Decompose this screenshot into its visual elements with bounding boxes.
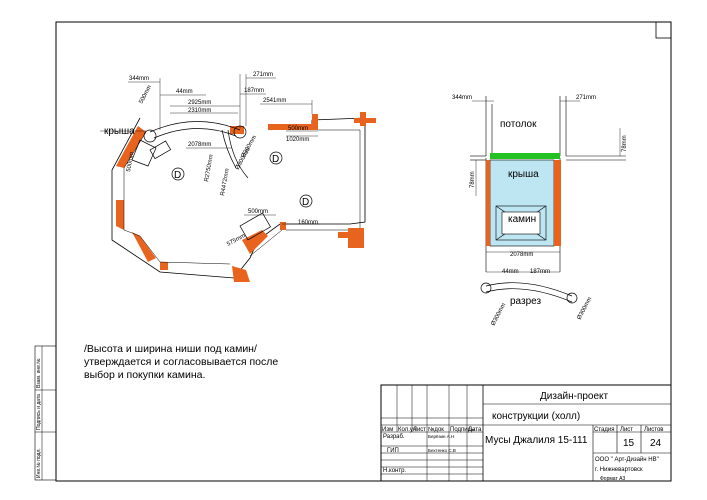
marker-d-3: D xyxy=(302,197,309,208)
tb-sheets-total: 24 xyxy=(650,438,662,449)
side-stamp: Инв.№ подл. Подпись и дата Взам. инв.№ xyxy=(34,345,57,481)
tb-row-role-2: ГИП xyxy=(387,448,399,454)
marker-d-1: D xyxy=(174,170,181,181)
tb-city: г. Нижневартовск xyxy=(595,467,643,473)
note-text: /Высота и ширина ниши под камин/ утвержд… xyxy=(84,343,314,382)
note-line-3: выбор и покупки камина. xyxy=(84,369,206,381)
tb-row-role-3: Н.контр. xyxy=(383,468,406,474)
dim-2925: 2925mm xyxy=(188,100,211,106)
plan-walls xyxy=(116,112,376,282)
section-cut-label: разрез xyxy=(510,296,541,307)
tb-row-role-1: Разраб. xyxy=(383,434,405,440)
section-wall-left xyxy=(486,160,490,246)
floor-plan: D D D крыша 344mm 271mm 44mm 187mm 2925m… xyxy=(100,72,376,282)
tb-project: Дизайн-проект xyxy=(540,391,609,402)
tb-sheets-label: Листов xyxy=(644,427,664,433)
sec-dim-78a: 78mm xyxy=(622,135,628,152)
dim-271: 271mm xyxy=(253,72,273,78)
dim-500a: 500mm xyxy=(288,126,308,132)
tb-col-izm: Изм xyxy=(382,427,393,433)
tb-address: Мусы Джалиля 15-111 xyxy=(485,435,588,446)
tb-sheet-no: 15 xyxy=(623,438,635,449)
sec-dim-d300a: Ø300mm xyxy=(490,302,507,327)
tb-row-name-1: Берёзин А.Н xyxy=(428,434,454,439)
dim-2310: 2310mm xyxy=(188,108,211,114)
side-stamp-a: Инв.№ подл. xyxy=(36,448,42,478)
tb-company: ООО " Арт-Дизайн НВ" xyxy=(595,456,659,463)
side-stamp-c: Взам. инв.№ xyxy=(36,358,42,388)
dim-187: 187mm xyxy=(244,88,264,94)
dim-1020: 1020mm xyxy=(286,137,309,143)
dim-500-side: 500mm xyxy=(126,152,135,173)
tb-col-data: Дата xyxy=(468,427,482,433)
tb-row-name-2: Бехтенко С.В xyxy=(428,448,456,453)
dim-500c: 500mm xyxy=(248,209,268,215)
dim-2078: 2078mm xyxy=(188,142,211,148)
section-view: потолок крыша камин разрез 344mm 271mm 7… xyxy=(452,95,628,327)
section-cut-arc xyxy=(480,282,578,304)
ceiling-bar xyxy=(490,153,560,159)
note-line-1: /Высота и ширина ниши под камин/ xyxy=(84,343,257,355)
sec-dim-2078: 2078mm xyxy=(510,252,533,258)
tb-col-koluch: Кол.уч xyxy=(398,427,416,433)
tb-stage-label: Стадия xyxy=(594,427,614,433)
tb-col-podpis: Подпись xyxy=(450,427,474,433)
sec-dim-44: 44mm xyxy=(502,269,519,275)
note-line-2: утверждается и согласовывается после xyxy=(84,356,279,368)
sec-dim-344: 344mm xyxy=(452,95,472,101)
dim-2541: 2541mm xyxy=(263,98,286,104)
section-roof-label: крыша xyxy=(508,169,539,180)
dim-500b: 500mm xyxy=(138,84,153,104)
dim-r4472: R4472mm xyxy=(220,168,231,196)
sec-dim-271: 271mm xyxy=(576,95,596,101)
tb-subject: конструкции (холл) xyxy=(492,411,580,422)
title-block xyxy=(380,384,672,482)
sec-dim-78b: 78mm xyxy=(470,171,476,188)
section-wall-right xyxy=(554,160,561,246)
outer-frame xyxy=(55,21,672,482)
marker-d-2: D xyxy=(272,154,279,165)
sec-dim-187: 187mm xyxy=(530,269,550,275)
tb-col-ndok: №док xyxy=(428,426,444,433)
section-ceiling-label: потолок xyxy=(500,119,537,130)
section-fireplace-label: камин xyxy=(508,214,536,225)
plan-roof-label: крыша xyxy=(104,126,135,137)
dim-44: 44mm xyxy=(176,89,193,95)
dim-344: 344mm xyxy=(129,76,149,82)
tb-format: Формат А3 xyxy=(600,476,625,482)
tb-col-list: Лист xyxy=(413,427,426,433)
dim-160: 160mm xyxy=(298,220,318,226)
dim-r2750: R2750mm xyxy=(204,154,215,182)
fireplace-insert xyxy=(495,205,547,241)
plan-outline xyxy=(111,117,366,279)
tb-sheet-label: Лист xyxy=(620,427,633,433)
sec-dim-d300b: Ø300mm xyxy=(576,296,593,321)
corner-box xyxy=(655,21,672,39)
side-stamp-b: Подпись и дата xyxy=(36,394,42,430)
